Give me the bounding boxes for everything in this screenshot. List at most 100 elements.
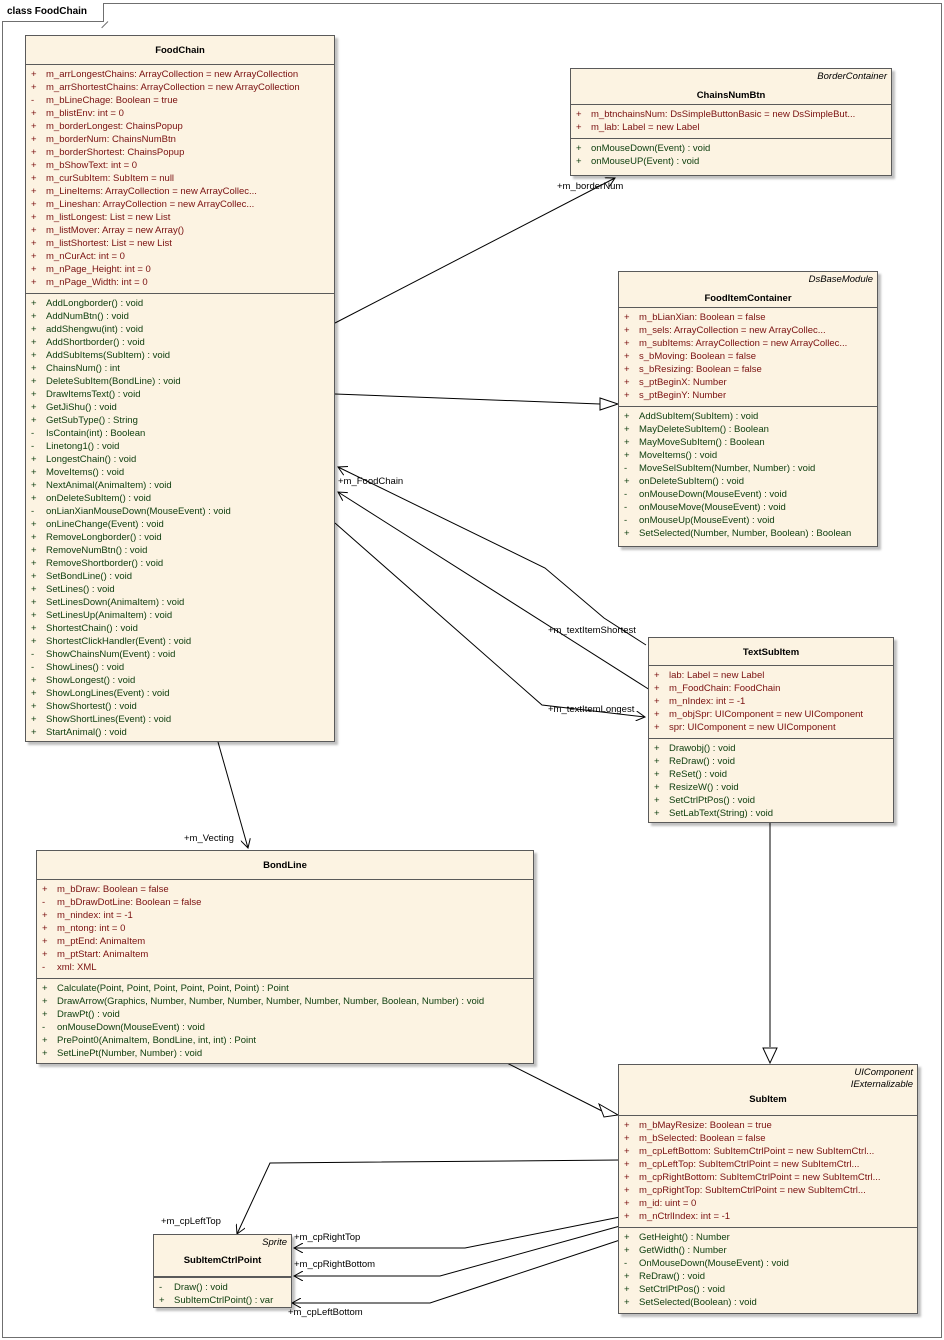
visibility-marker: - <box>624 515 628 526</box>
attribute-text: m_borderShortest: ChainsPopup <box>46 147 185 158</box>
attribute-text: s_bResizing: Boolean = false <box>639 364 762 375</box>
operation-row: +MoveItems() : void <box>619 449 877 462</box>
visibility-marker: - <box>31 441 35 452</box>
visibility-marker: + <box>31 415 37 426</box>
visibility-marker: + <box>624 1271 630 1282</box>
operation-row: +ShowLongest() : void <box>26 674 334 687</box>
visibility-marker: + <box>624 450 630 461</box>
operation-text: onMouseUp(MouseEvent) : void <box>639 515 775 526</box>
attribute-text: m_borderLongest: ChainsPopup <box>46 121 183 132</box>
visibility-marker: + <box>624 1146 630 1157</box>
attribute-text: m_cpLeftBottom: SubItemCtrlPoint = new S… <box>639 1146 875 1157</box>
operation-row: +SubItemCtrlPoint() : var <box>154 1294 291 1307</box>
attributes-section: + m_arrLongestChains: ArrayCollection = n… <box>26 65 334 293</box>
class-subitem[interactable]: UIComponent IExternalizable SubItem +m_b… <box>618 1064 918 1314</box>
visibility-marker: + <box>31 454 37 465</box>
class-name: TextSubItem <box>742 647 800 658</box>
attribute-row: +spr: UIComponent = new UIComponent <box>649 721 893 734</box>
visibility-marker: + <box>31 225 37 236</box>
visibility-marker: + <box>159 1295 165 1306</box>
visibility-marker: + <box>31 277 37 288</box>
operations-section: +GetHeight() : Number+GetWidth() : Numbe… <box>619 1227 917 1313</box>
attribute-row: +m_FoodChain: FoodChain <box>649 682 893 695</box>
visibility-marker: + <box>624 1211 630 1222</box>
class-fooditemcontainer[interactable]: DsBaseModule FoodItemContainer +m_bLianX… <box>618 271 878 547</box>
attribute-text: m_curSubItem: SubItem = null <box>46 173 175 184</box>
visibility-marker: + <box>31 571 37 582</box>
operation-text: ShowLongest() : void <box>46 675 136 686</box>
attribute-row: +m_nCurAct: int = 0 <box>26 250 334 263</box>
visibility-marker: + <box>624 1198 630 1209</box>
class-textsubitem[interactable]: TextSubItem +lab: Label = new Label+m_Fo… <box>648 637 894 823</box>
visibility-marker: + <box>624 364 630 375</box>
attribute-row: +lab: Label = new Label <box>649 669 893 682</box>
operation-text: OnMouseDown(MouseEvent) : void <box>639 1258 789 1269</box>
label-m-cplefttop: +m_cpLeftTop <box>161 1216 221 1227</box>
visibility-marker: - <box>624 463 628 474</box>
operation-text: onMouseDown(MouseEvent) : void <box>57 1022 205 1033</box>
operation-text: GetSubType() : String <box>46 415 138 426</box>
operation-row: +SetSelected(Number, Number, Boolean) : … <box>619 527 877 540</box>
visibility-marker: + <box>31 108 37 119</box>
operation-text: onMouseMove(MouseEvent) : void <box>639 502 786 513</box>
attribute-text: m_ntong: int = 0 <box>57 923 126 934</box>
operation-row: +SetCtrlPtPos() : void <box>649 794 893 807</box>
operation-text: ReDraw() : void <box>669 756 735 767</box>
attribute-text: m_borderNum: ChainsNumBtn <box>46 134 176 145</box>
class-name: SubItemCtrlPoint <box>183 1255 262 1266</box>
visibility-marker: + <box>31 337 37 348</box>
attribute-text: s_ptBeginX: Number <box>639 377 727 388</box>
label-m-cprighttop: +m_cpRightTop <box>294 1232 361 1243</box>
operation-text: Draw() : void <box>174 1282 228 1293</box>
attribute-row: -m_bLineChage: Boolean = true <box>26 94 334 107</box>
visibility-marker: + <box>31 688 37 699</box>
attributes-section: +lab: Label = new Label+m_FoodChain: Foo… <box>649 666 893 738</box>
attributes-section: +m_btnchainsNum: DsSimpleButtonBasic = n… <box>571 105 891 138</box>
visibility-marker: + <box>624 325 630 336</box>
attribute-row: +m_nIndex: int = -1 <box>649 695 893 708</box>
visibility-marker: + <box>42 910 48 921</box>
visibility-marker: - <box>31 95 35 106</box>
operation-row: +GetJiShu() : void <box>26 401 334 414</box>
class-foodchain[interactable]: FoodChain + m_arrLongestChains: ArrayColl… <box>25 35 335 742</box>
class-name: FoodChain <box>155 45 205 56</box>
attribute-text: spr: UIComponent = new UIComponent <box>669 722 836 733</box>
generalization-bondline-subitem <box>506 1062 603 1112</box>
visibility-marker: + <box>31 121 37 132</box>
diagram-frame <box>2 3 942 1338</box>
operation-row: +onDeleteSubItem() : void <box>619 475 877 488</box>
operation-row: +ShortestChain() : void <box>26 622 334 635</box>
operation-row: +ShowShortLines(Event) : void <box>26 713 334 726</box>
class-chainsnumbtn[interactable]: BorderContainer ChainsNumBtn +m_btnchain… <box>570 68 892 176</box>
class-bondline[interactable]: BondLine +m_bDraw: Boolean = false-m_bDr… <box>36 850 534 1064</box>
connector-subitem-ctrlpoint-righttop <box>294 1216 621 1248</box>
attribute-text: m_bDrawDotLine: Boolean = false <box>57 897 202 908</box>
operation-text: ResizeW() : void <box>669 782 739 793</box>
connector-subitem-ctrlpoint-leftbottom <box>292 1239 621 1303</box>
attribute-text: m_arrLongestChains: ArrayCollection = ne… <box>46 69 299 80</box>
operation-text: onMouseDown(MouseEvent) : void <box>639 489 787 500</box>
class-subitemctrlpoint[interactable]: Sprite SubItemCtrlPoint -Draw() : void+S… <box>153 1234 292 1308</box>
generalization-arrowhead-textsubitem <box>762 1047 778 1065</box>
operation-row: +ReDraw() : void <box>619 1270 917 1283</box>
operation-text: ShortestChain() : void <box>46 623 138 634</box>
operation-row: -onMouseDown(MouseEvent) : void <box>619 488 877 501</box>
operations-section: +AddSubItem(SubItem) : void+MayDeleteSub… <box>619 406 877 544</box>
visibility-marker: + <box>624 1172 630 1183</box>
attributes-section: +m_bDraw: Boolean = false-m_bDrawDotLine… <box>37 880 533 978</box>
visibility-marker: + <box>31 389 37 400</box>
operation-text: ShowShortLines(Event) : void <box>46 714 172 725</box>
operation-text: StartAnimal() : void <box>46 727 127 738</box>
visibility-marker: + <box>654 808 660 819</box>
attribute-text: m_cpRightTop: SubItemCtrlPoint = new Sub… <box>639 1185 866 1196</box>
operation-row: +addShengwu(int) : void <box>26 323 334 336</box>
attribute-row: +m_ptStart: AnimaItem <box>37 948 533 961</box>
class-name: SubItem <box>749 1094 787 1105</box>
visibility-marker: + <box>654 743 660 754</box>
visibility-marker: - <box>624 1258 628 1269</box>
operation-text: RemoveShortborder() : void <box>46 558 164 569</box>
operation-row: +onDeleteSubItem() : void <box>26 492 334 505</box>
attribute-row: +m_btnchainsNum: DsSimpleButtonBasic = n… <box>571 108 891 121</box>
operation-text: SetSelected(Boolean) : void <box>639 1297 757 1308</box>
